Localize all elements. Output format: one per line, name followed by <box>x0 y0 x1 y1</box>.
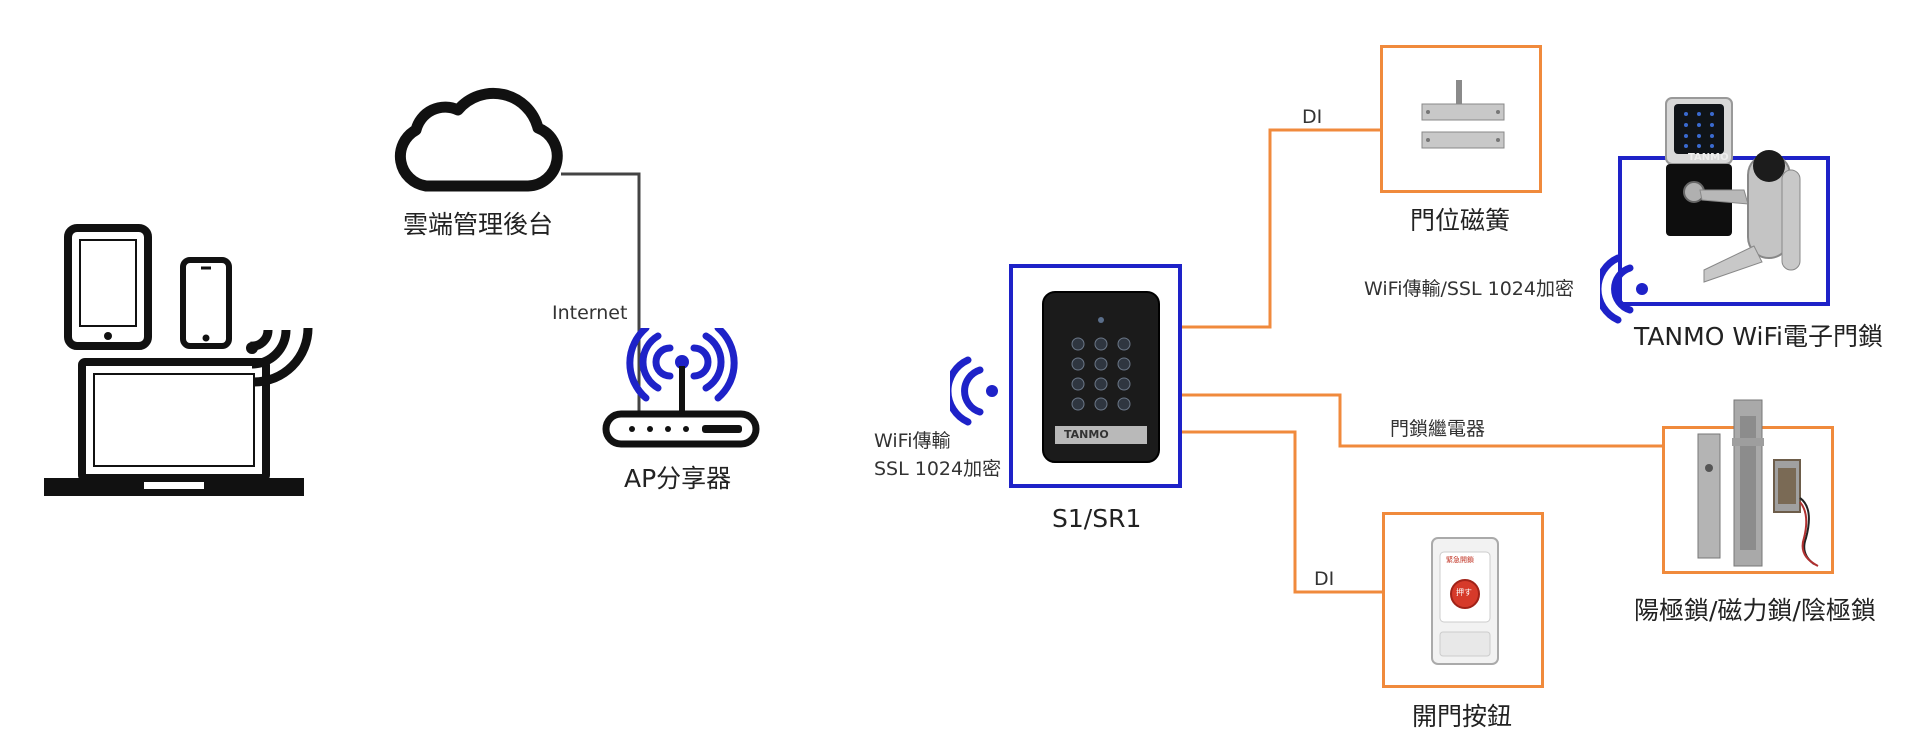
router-label: AP分享器 <box>624 464 732 493</box>
reader-wifi-label-2: SSL 1024加密 <box>874 458 1002 480</box>
reader-door-sensor-wire <box>1182 128 1380 329</box>
exit-button-frame <box>1382 512 1544 688</box>
keypad-reader-icon <box>1042 291 1160 463</box>
smart-lock-label: TANMO WiFi電子門鎖 <box>1634 322 1883 351</box>
wifi-signal-icon <box>950 356 998 426</box>
exit-button-top-text: 緊急開鎖 <box>1446 556 1474 564</box>
door-sensor-frame <box>1380 45 1542 193</box>
exit-button-text: 押す <box>1456 588 1472 597</box>
reader-brand: TANMO <box>1064 428 1109 441</box>
smart-lock-wifi-icon <box>1600 254 1648 324</box>
electric-locks-label: 陽極鎖/磁力鎖/陰極鎖 <box>1634 596 1876 625</box>
internet-label: Internet <box>552 302 628 324</box>
cloud-label: 雲端管理後台 <box>403 210 554 239</box>
di-top-label: DI <box>1302 106 1323 128</box>
exit-push-button-icon <box>1431 537 1499 665</box>
reader-relay-wire <box>1182 393 1662 448</box>
magnetic-door-sensor-icon <box>1421 80 1505 149</box>
cloud-icon <box>394 87 563 192</box>
reader-frame <box>1009 264 1182 488</box>
smart-lock-wifi-label: WiFi傳輸/SSL 1024加密 <box>1364 278 1574 300</box>
exit-button-label: 開門按鈕 <box>1412 702 1513 731</box>
reader-label: S1/SR1 <box>1052 504 1142 533</box>
router-icon <box>602 328 760 448</box>
door-sensor-label: 門位磁簧 <box>1410 206 1511 235</box>
smart-lock-brand: TANMO <box>1688 152 1729 163</box>
electric-locks-icon <box>1697 399 1819 567</box>
client-devices-icon <box>44 224 313 496</box>
reader-exit-button-wire <box>1182 430 1382 594</box>
reader-wifi-label-1: WiFi傳輸 <box>874 430 951 452</box>
relay-label: 門鎖繼電器 <box>1390 418 1486 440</box>
smart-door-lock-icon <box>1665 97 1801 283</box>
di-bottom-label: DI <box>1314 568 1335 590</box>
